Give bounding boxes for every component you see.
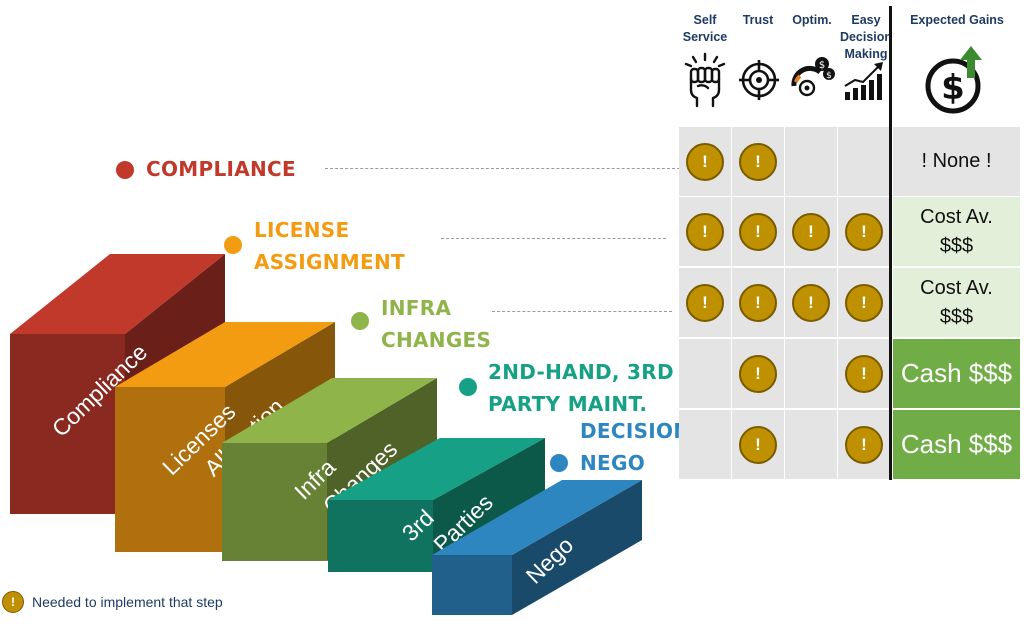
- expected-gain-r3: Cost Av.$$$: [893, 268, 1020, 337]
- required-badge-icon: !: [686, 283, 724, 322]
- legend-text: Needed to implement that step: [32, 594, 223, 610]
- required-badge-icon: !: [845, 283, 883, 322]
- matrix-cell-r4-c1: [679, 339, 731, 408]
- expected-gain-r5: Cash $$$: [893, 410, 1020, 479]
- svg-text:$: $: [826, 71, 832, 81]
- column-header-optim: Optim.: [792, 13, 832, 27]
- phase-dot-infra-changes: [351, 312, 369, 330]
- required-badge-icon: !: [686, 212, 724, 251]
- leader-line-infra-changes: [492, 311, 672, 312]
- legend-badge: !: [2, 591, 24, 613]
- step-third-parties-front: [328, 500, 433, 572]
- required-badge-icon: !: [739, 354, 777, 393]
- step-nego-front: [432, 555, 512, 615]
- leader-line-license-assignment: [441, 238, 666, 239]
- step-licenses-allocation-top: [115, 322, 335, 387]
- legend: ! Needed to implement that step: [2, 591, 223, 613]
- required-badge-icon: !: [739, 142, 777, 181]
- target-icon: [739, 60, 779, 100]
- step-nego-side: [512, 480, 642, 615]
- step-licenses-allocation-front: [115, 387, 225, 552]
- step-third-parties-top: [328, 438, 545, 500]
- required-badge-icon: !: [845, 354, 883, 393]
- required-badge-icon: !: [845, 425, 883, 464]
- staircase-illustration: ComplianceLicensesAllocationInfraChanges…: [10, 254, 642, 615]
- step-infra-changes-front: [222, 443, 327, 561]
- required-badge-icon: !: [686, 142, 724, 181]
- svg-text:$: $: [819, 60, 825, 71]
- matrix-cell-r5-c3: [785, 410, 837, 479]
- required-badge-icon: !: [792, 283, 830, 322]
- step-infra-changes-top: [222, 378, 437, 443]
- matrix-cell-r5-c1: [679, 410, 731, 479]
- raised-fist-icon: [684, 52, 726, 108]
- required-badge-icon: !: [739, 283, 777, 322]
- phase-dot-compliance: [116, 161, 134, 179]
- svg-text:$: $: [941, 68, 965, 108]
- column-header-expected-gains: Expected Gains: [910, 13, 1004, 27]
- required-badge-icon: !: [739, 425, 777, 464]
- expected-gain-r1: ! None !: [893, 127, 1020, 196]
- gains-divider-line: [889, 6, 892, 480]
- leader-line-compliance: [325, 168, 680, 169]
- step-nego-top: [432, 480, 642, 555]
- rising-chart-icon: [844, 62, 883, 100]
- required-badge-icon: !: [845, 212, 883, 251]
- matrix-cell-r1-c3: [785, 127, 837, 196]
- gauge-coins-icon: $ $: [791, 57, 835, 97]
- matrix-cell-r1-c4: [838, 127, 890, 196]
- phase-dot-license-assignment: [224, 236, 242, 254]
- phase-dot-second-hand-third-party: [459, 378, 477, 396]
- matrix-cell-r4-c3: [785, 339, 837, 408]
- dollar-growth-icon: $: [925, 46, 982, 114]
- step-compliance-front: [10, 334, 125, 514]
- required-badge-icon: !: [792, 212, 830, 251]
- expected-gain-r2: Cost Av.$$$: [893, 197, 1020, 266]
- required-badge-icon: !: [739, 212, 777, 251]
- column-header-trust: Trust: [742, 13, 774, 27]
- step-compliance-top: [10, 254, 225, 334]
- phase-dot-decisions-nego: [550, 454, 568, 472]
- phase-label-compliance: COMPLIANCE: [146, 157, 296, 181]
- expected-gain-r4: Cash $$$: [893, 339, 1020, 408]
